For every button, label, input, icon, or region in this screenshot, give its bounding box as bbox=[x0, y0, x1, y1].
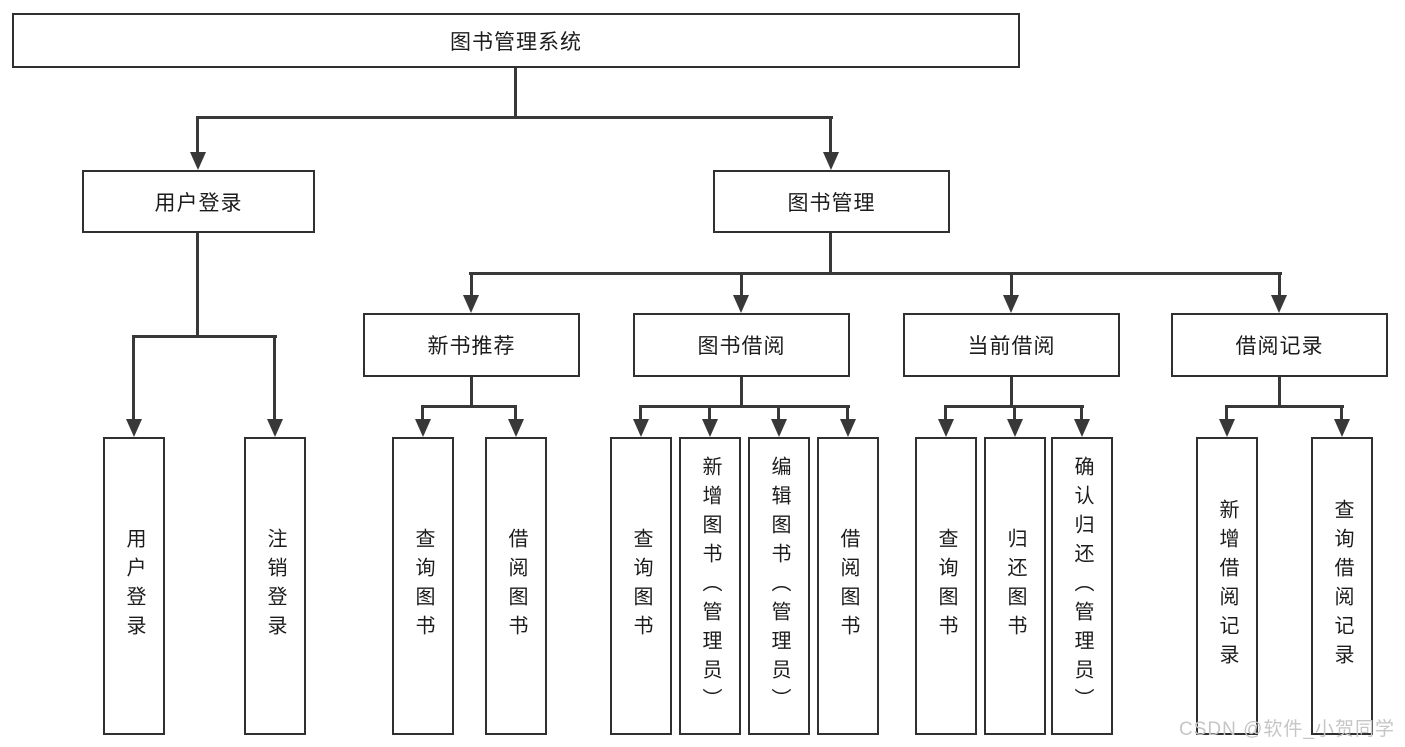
leaf-add-books-admin: 新增图书（管理员） bbox=[679, 437, 741, 735]
leaf-borrow-books: 借阅图书 bbox=[817, 437, 879, 735]
leaf-query-borrow-record-label: 查询借阅记录 bbox=[1331, 499, 1353, 673]
leaf-query-books-borrow: 查询图书 bbox=[610, 437, 672, 735]
connector-line bbox=[196, 117, 199, 154]
connector-line bbox=[944, 406, 947, 421]
leaf-add-books-admin-label: 新增图书（管理员） bbox=[699, 455, 721, 717]
connector-line bbox=[469, 272, 1282, 275]
connector-line bbox=[514, 68, 517, 118]
node-current-borrow-label: 当前借阅 bbox=[967, 335, 1056, 358]
arrow-down-icon bbox=[190, 152, 206, 170]
connector-line bbox=[421, 406, 424, 421]
arrow-down-icon bbox=[840, 419, 856, 437]
connector-line bbox=[470, 377, 473, 408]
node-book-management: 图书管理 bbox=[713, 170, 950, 233]
leaf-logout: 注销登录 bbox=[244, 437, 306, 735]
arrow-down-icon bbox=[267, 419, 283, 437]
connector-line bbox=[777, 406, 780, 421]
arrow-down-icon bbox=[126, 419, 142, 437]
arrow-down-icon bbox=[1074, 419, 1090, 437]
connector-line bbox=[514, 406, 517, 421]
node-borrow-records: 借阅记录 bbox=[1171, 313, 1388, 377]
leaf-query-books-current-label: 查询图书 bbox=[935, 528, 957, 644]
arrow-down-icon bbox=[633, 419, 649, 437]
arrow-down-icon bbox=[771, 419, 787, 437]
connector-line bbox=[1225, 406, 1228, 421]
node-borrow-records-label: 借阅记录 bbox=[1235, 335, 1324, 358]
arrow-down-icon bbox=[823, 152, 839, 170]
connector-line bbox=[1010, 273, 1013, 297]
connector-line bbox=[1278, 377, 1281, 408]
connector-line bbox=[740, 273, 743, 297]
leaf-query-books-recommend: 查询图书 bbox=[392, 437, 454, 735]
connector-line bbox=[829, 233, 832, 274]
csdn-watermark: CSDN @软件_小贺同学 bbox=[1179, 719, 1395, 740]
connector-line bbox=[273, 336, 276, 421]
connector-line bbox=[740, 377, 743, 408]
connector-line bbox=[708, 406, 711, 421]
arrow-down-icon bbox=[938, 419, 954, 437]
leaf-user-login-label: 用户登录 bbox=[123, 528, 145, 644]
leaf-logout-label: 注销登录 bbox=[264, 528, 286, 644]
connector-line bbox=[196, 233, 199, 337]
connector-line bbox=[196, 116, 833, 119]
leaf-query-books-current: 查询图书 bbox=[915, 437, 977, 735]
connector-line bbox=[132, 336, 135, 421]
leaf-query-books-borrow-label: 查询图书 bbox=[630, 528, 652, 644]
arrow-down-icon bbox=[508, 419, 524, 437]
node-new-book-recommend-label: 新书推荐 bbox=[427, 335, 516, 358]
leaf-query-books-recommend-label: 查询图书 bbox=[412, 528, 434, 644]
leaf-edit-books-admin: 编辑图书（管理员） bbox=[748, 437, 810, 735]
node-user-login: 用户登录 bbox=[82, 170, 315, 233]
arrow-down-icon bbox=[1219, 419, 1235, 437]
connector-line bbox=[132, 335, 277, 338]
leaf-confirm-return-admin-label: 确认归还（管理员） bbox=[1071, 455, 1093, 717]
arrow-down-icon bbox=[1271, 295, 1287, 313]
connector-line bbox=[639, 405, 850, 408]
leaf-add-borrow-record-label: 新增借阅记录 bbox=[1216, 499, 1238, 673]
leaf-borrow-books-label: 借阅图书 bbox=[837, 528, 859, 644]
connector-line bbox=[1080, 406, 1083, 421]
arrow-down-icon bbox=[463, 295, 479, 313]
connector-line bbox=[470, 273, 473, 297]
connector-line bbox=[421, 405, 517, 408]
connector-line bbox=[1340, 406, 1343, 421]
node-root-label: 图书管理系统 bbox=[450, 30, 582, 54]
arrow-down-icon bbox=[733, 295, 749, 313]
connector-line bbox=[1278, 273, 1281, 297]
node-book-management-label: 图书管理 bbox=[787, 191, 876, 215]
node-root: 图书管理系统 bbox=[12, 13, 1020, 68]
arrow-down-icon bbox=[1007, 419, 1023, 437]
connector-line bbox=[1013, 406, 1016, 421]
arrow-down-icon bbox=[1334, 419, 1350, 437]
arrow-down-icon bbox=[1003, 295, 1019, 313]
leaf-borrow-books-recommend-label: 借阅图书 bbox=[505, 528, 527, 644]
connector-line bbox=[639, 406, 642, 421]
leaf-return-books: 归还图书 bbox=[984, 437, 1046, 735]
connector-line bbox=[846, 406, 849, 421]
leaf-confirm-return-admin: 确认归还（管理员） bbox=[1051, 437, 1113, 735]
connector-line bbox=[1010, 377, 1013, 408]
leaf-return-books-label: 归还图书 bbox=[1004, 528, 1026, 644]
node-user-login-label: 用户登录 bbox=[154, 191, 243, 215]
node-book-borrow-label: 图书借阅 bbox=[697, 335, 786, 358]
leaf-query-borrow-record: 查询借阅记录 bbox=[1311, 437, 1373, 735]
leaf-add-borrow-record: 新增借阅记录 bbox=[1196, 437, 1258, 735]
connector-line bbox=[829, 117, 832, 154]
node-new-book-recommend: 新书推荐 bbox=[363, 313, 580, 377]
node-book-borrow: 图书借阅 bbox=[633, 313, 850, 377]
arrow-down-icon bbox=[415, 419, 431, 437]
leaf-borrow-books-recommend: 借阅图书 bbox=[485, 437, 547, 735]
connector-line bbox=[1225, 405, 1344, 408]
leaf-user-login: 用户登录 bbox=[103, 437, 165, 735]
arrow-down-icon bbox=[702, 419, 718, 437]
leaf-edit-books-admin-label: 编辑图书（管理员） bbox=[768, 455, 790, 717]
node-current-borrow: 当前借阅 bbox=[903, 313, 1120, 377]
